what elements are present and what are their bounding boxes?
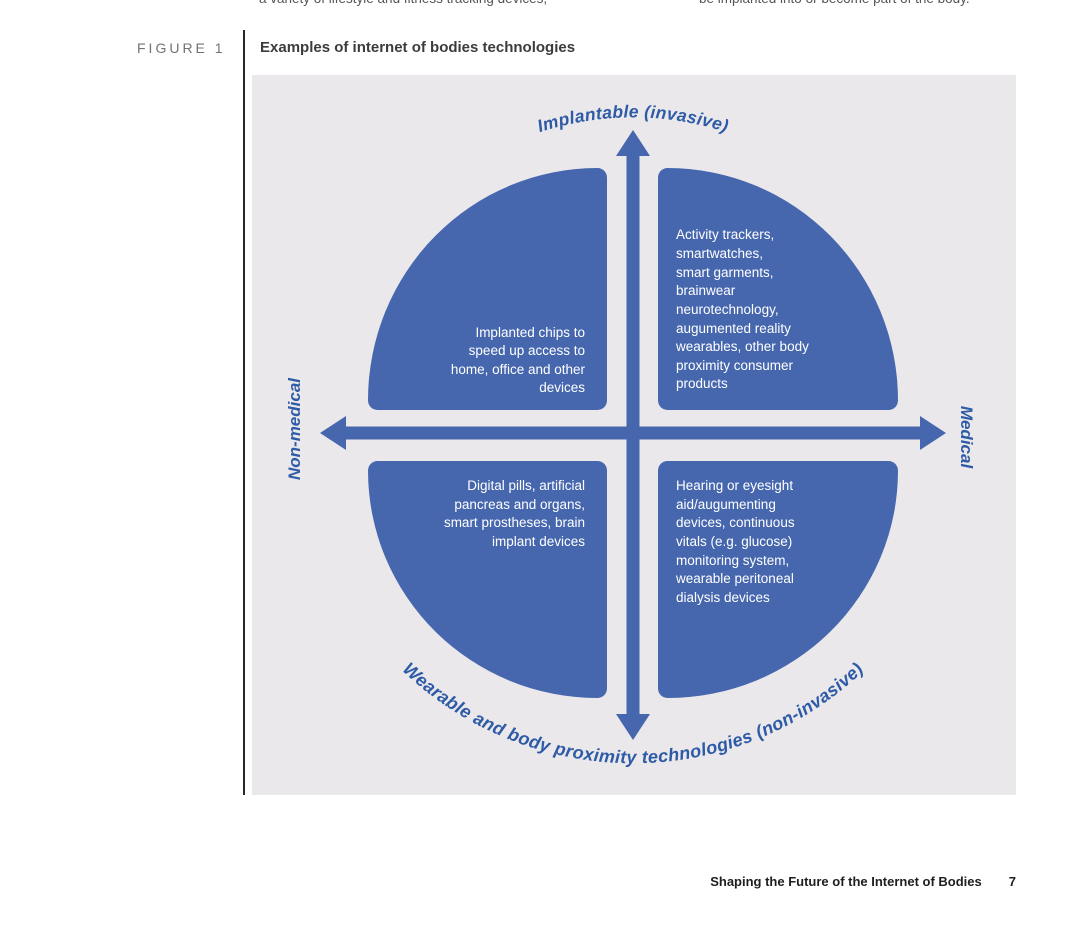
page-footer: Shaping the Future of the Internet of Bo… [710,874,1016,889]
quadrant-bottom-left-text: Digital pills, artificial pancreas and o… [443,478,585,549]
quadrant-top-right-text: Activity trackers, smartwatches, smart g… [676,227,809,392]
figure-canvas: Implantable (invasive) Wearable and body… [252,75,1016,795]
truncated-body-text-left: a variety of lifestyle and fitness track… [259,0,547,6]
quadrant-bottom-left: Digital pills, artificial pancreas and o… [368,461,607,698]
axis-left-label: Non-medical [285,377,304,481]
figure-divider-rule [243,30,245,795]
footer-title: Shaping the Future of the Internet of Bo… [710,874,982,889]
axes-and-curved-labels: Implantable (invasive) Wearable and body… [320,101,946,767]
quadrant-bottom-right-text: Hearing or eyesight aid/augumenting devi… [676,478,795,605]
truncated-body-text-right: be implanted into or become part of the … [699,0,970,6]
figure-label: FIGURE 1 [137,40,226,56]
vertical-axis-arrow [616,130,650,740]
axis-right-label: Medical [957,405,976,469]
page-number: 7 [1008,874,1016,889]
figure-title: Examples of internet of bodies technolog… [260,39,576,56]
quadrant-top-right: Activity trackers, smartwatches, smart g… [658,168,898,410]
quadrant-top-left-text: Implanted chips to speed up access to ho… [450,324,585,396]
